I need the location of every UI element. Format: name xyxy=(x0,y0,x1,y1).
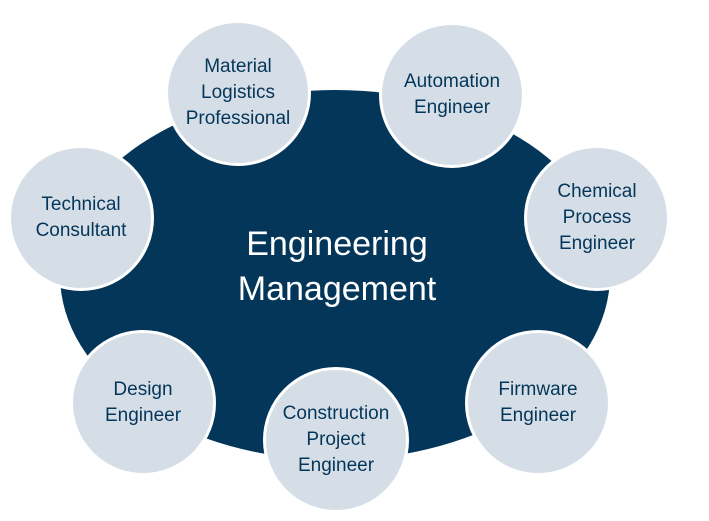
role-label-line: Material xyxy=(204,56,272,77)
role-label-line: Engineer xyxy=(104,405,182,426)
role-label-line: Chemical xyxy=(557,181,637,202)
hub-title-line-2: Management xyxy=(237,270,437,308)
role-label-line: Logistics xyxy=(201,82,275,103)
role-node-construction-project-engineer: Construction Project Engineer xyxy=(263,367,409,513)
role-node-design-engineer: Design Engineer xyxy=(70,330,216,476)
role-label-line: Design xyxy=(113,379,173,400)
role-node-material-logistics-professional: Material Logistics Professional xyxy=(165,20,311,166)
role-label-line: Project xyxy=(306,429,366,450)
role-label-line: Professional xyxy=(185,108,291,129)
role-label-line: Engineer xyxy=(413,97,491,118)
hub-title: Engineering Management xyxy=(187,222,487,312)
role-label-line: Process xyxy=(562,207,632,228)
hub-title-line-1: Engineering xyxy=(246,225,428,263)
role-label-line: Engineer xyxy=(558,233,636,254)
role-label-line: Consultant xyxy=(35,220,127,241)
role-label-line: Construction xyxy=(282,403,390,424)
role-label-line: Engineer xyxy=(499,405,577,426)
role-label-line: Engineer xyxy=(297,455,375,476)
role-node-chemical-process-engineer: Chemical Process Engineer xyxy=(524,145,670,291)
role-node-firmware-engineer: Firmware Engineer xyxy=(465,330,611,476)
role-node-technical-consultant: Technical Consultant xyxy=(8,145,154,291)
role-label-line: Automation xyxy=(403,71,501,92)
role-label-line: Technical xyxy=(41,194,121,215)
role-node-automation-engineer: Automation Engineer xyxy=(379,22,525,168)
role-label-line: Firmware xyxy=(498,379,578,400)
